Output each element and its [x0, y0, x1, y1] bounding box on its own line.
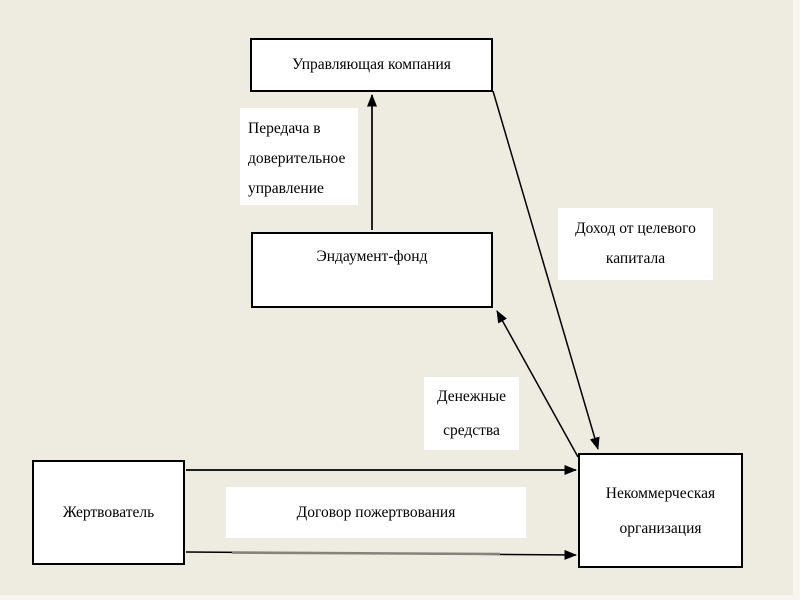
slide-bottom-margin — [0, 595, 800, 600]
arrow-donor-to-npo-bottom-shadow — [231, 551, 501, 556]
edge-label-line: доверительное — [248, 150, 346, 167]
edge-label-line: управление — [248, 180, 324, 197]
edge-label-line: Передача в — [248, 120, 321, 137]
node-npo-label-line: Некоммерческая — [605, 484, 716, 502]
node-donor: Жертвователь — [32, 460, 185, 565]
edge-label-line: Доход от целевого — [575, 220, 696, 237]
edge-label-donation-agreement: Договор пожертвования — [226, 487, 526, 538]
edge-label-line: капитала — [605, 250, 666, 267]
node-donor-label: Жертвователь — [62, 503, 155, 521]
edge-label-transfer-to-trust: Передача в доверительное управление — [240, 108, 358, 205]
node-endowment-fund: Эндаумент-фонд — [251, 232, 493, 308]
edge-label-cash-funds: Денежные средства — [424, 377, 519, 450]
node-management-company: Управляющая компания — [250, 38, 493, 92]
slide-right-margin — [793, 0, 800, 600]
edge-label-line: средства — [443, 421, 500, 439]
edge-label-line: Денежные — [436, 387, 507, 405]
edge-label-income-from-capital: Доход от целевого капитала — [558, 208, 713, 280]
node-management-company-label: Управляющая компания — [292, 56, 451, 74]
node-npo-label-line: организация — [619, 519, 702, 537]
node-noncommercial-organization: Некоммерческая организация — [578, 453, 743, 568]
node-endowment-fund-label: Эндаумент-фонд — [316, 248, 428, 265]
arrow-donor-to-npo-bottom — [185, 549, 577, 560]
edge-label-line: Договор пожертвования — [296, 503, 456, 521]
